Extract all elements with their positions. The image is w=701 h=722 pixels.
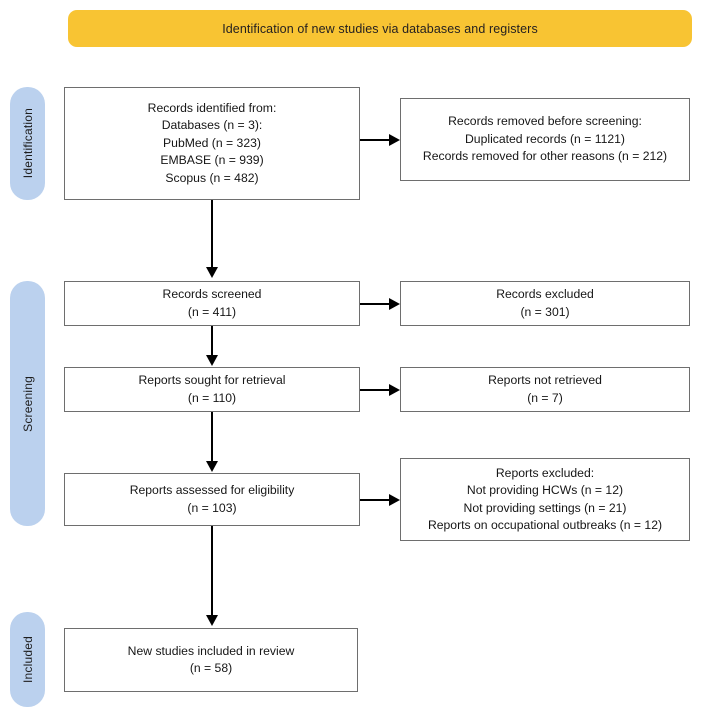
node-records-identified: Records identified from: Databases (n = …: [64, 87, 360, 200]
diagram-header-banner: Identification of new studies via databa…: [68, 10, 692, 47]
connector-assessed-to-included: [211, 526, 213, 616]
node-reports-not-retrieved-text: Reports not retrieved (n = 7): [488, 373, 602, 405]
arrow-right-icon: [389, 384, 400, 396]
node-records-removed: Records removed before screening: Duplic…: [400, 98, 690, 181]
stage-label-screening: Screening: [10, 281, 45, 526]
stage-label-identification: Identification: [10, 87, 45, 200]
node-reports-assessed-text: Reports assessed for eligibility (n = 10…: [129, 483, 295, 515]
connector-screened-to-excluded: [360, 303, 392, 305]
connector-screened-to-sought: [211, 326, 213, 356]
stage-label-screening-text: Screening: [20, 375, 35, 432]
node-records-excluded-text: Records excluded (n = 301): [496, 287, 594, 319]
node-records-screened: Records screened (n = 411): [64, 281, 360, 326]
arrow-down-icon: [206, 615, 218, 626]
stage-label-included-text: Included: [20, 636, 35, 683]
connector-identified-to-screened: [211, 200, 213, 268]
connector-sought-to-assessed: [211, 412, 213, 462]
node-records-identified-text: Records identified from: Databases (n = …: [147, 100, 277, 185]
arrow-down-icon: [206, 461, 218, 472]
node-reports-excluded-text: Reports excluded: Not providing HCWs (n …: [427, 465, 663, 533]
node-records-removed-text: Records removed before screening: Duplic…: [422, 114, 668, 164]
connector-identified-to-removed: [360, 139, 392, 141]
arrow-right-icon: [389, 494, 400, 506]
arrow-down-icon: [206, 355, 218, 366]
arrow-right-icon: [389, 298, 400, 310]
diagram-title: Identification of new studies via databa…: [222, 21, 538, 36]
node-reports-excluded: Reports excluded: Not providing HCWs (n …: [400, 458, 690, 541]
stage-label-identification-text: Identification: [20, 108, 35, 179]
node-reports-sought: Reports sought for retrieval (n = 110): [64, 367, 360, 412]
node-records-excluded: Records excluded (n = 301): [400, 281, 690, 326]
arrow-right-icon: [389, 134, 400, 146]
arrow-down-icon: [206, 267, 218, 278]
node-reports-sought-text: Reports sought for retrieval (n = 110): [138, 373, 286, 405]
node-new-studies-included-text: New studies included in review (n = 58): [127, 643, 295, 676]
node-new-studies-included: New studies included in review (n = 58): [64, 628, 358, 692]
node-reports-assessed: Reports assessed for eligibility (n = 10…: [64, 473, 360, 526]
stage-label-included: Included: [10, 612, 45, 707]
node-reports-not-retrieved: Reports not retrieved (n = 7): [400, 367, 690, 412]
connector-sought-to-not-retrieved: [360, 389, 392, 391]
node-records-screened-text: Records screened (n = 411): [162, 287, 262, 319]
connector-assessed-to-reports-excluded: [360, 499, 392, 501]
